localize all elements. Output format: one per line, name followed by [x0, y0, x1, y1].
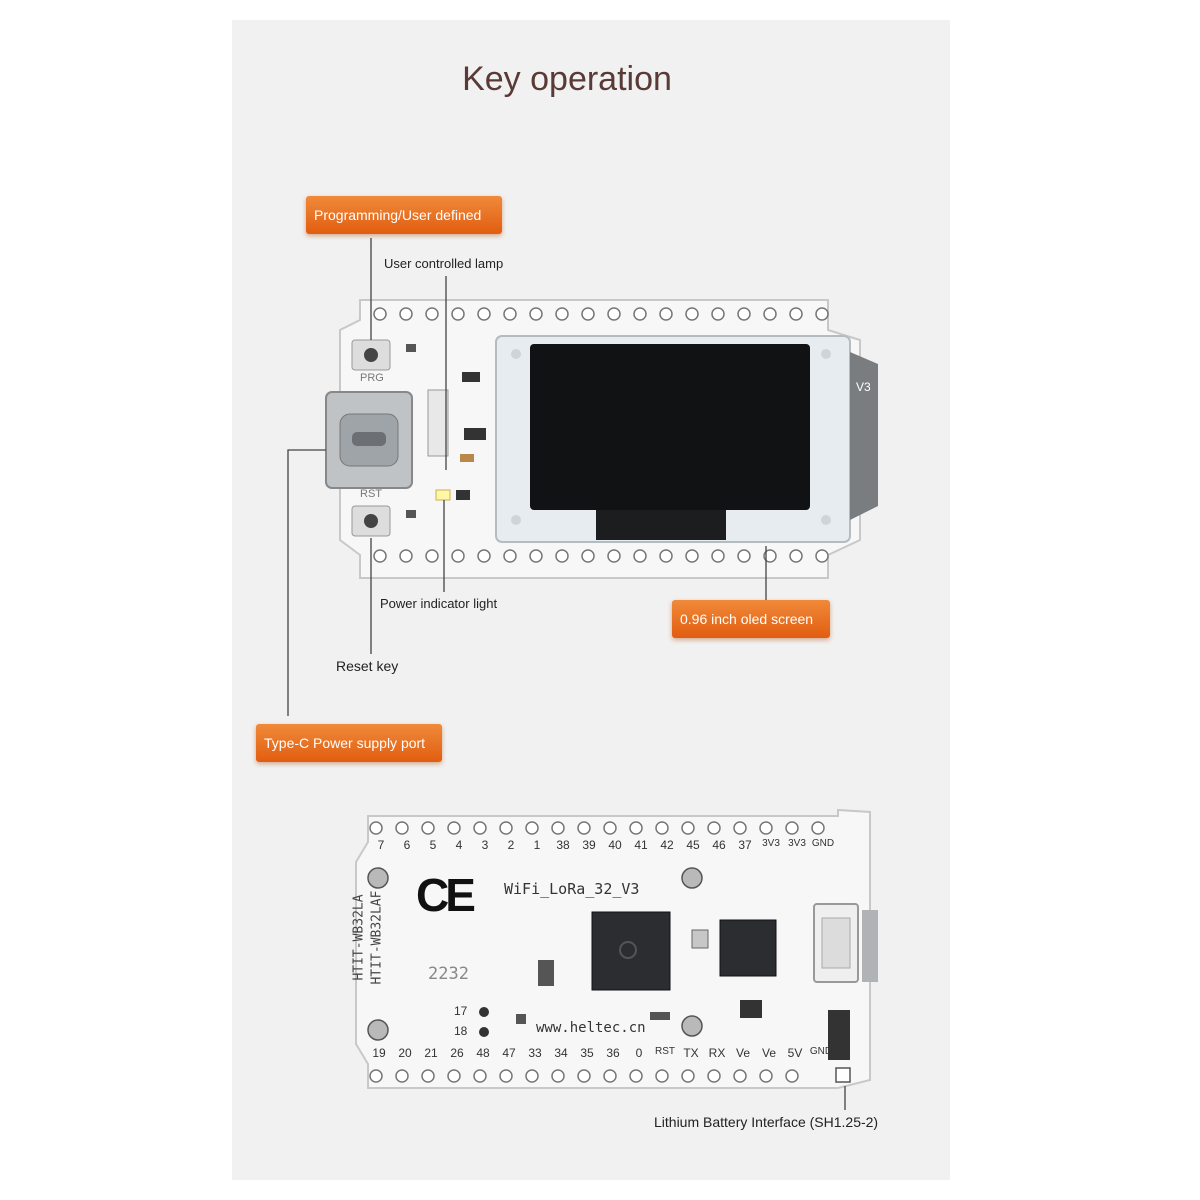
top-header-holes	[373, 307, 829, 321]
power-led	[435, 489, 451, 501]
pin-17-label: 17	[454, 1004, 468, 1018]
callout-programming: Programming/User defined	[306, 196, 502, 234]
pin-label: 33	[528, 1046, 542, 1060]
bottom-pins-bottom: 19 20 21 26 48 47 33 34 35 36 0 RST TX RX Ve Ve 5V GND	[366, 1046, 834, 1060]
pin-label: 7	[377, 838, 385, 852]
pin-label: GND	[809, 1046, 833, 1057]
pin-label: 41	[634, 838, 648, 852]
pins-top-row: 7 6 5 4 3 2 1 38 39 40 41 42 45 46 37 3V3 3V3 GND	[368, 838, 836, 852]
pin-label: 46	[712, 838, 726, 852]
pin-label: 5V	[787, 1046, 803, 1060]
board-number: 2232	[428, 964, 469, 984]
prg-silkscreen: PRG	[360, 372, 384, 384]
oled-screen	[530, 344, 810, 510]
label-battery: Lithium Battery Interface (SH1.25-2)	[654, 1114, 879, 1130]
pin-label: 38	[556, 838, 570, 852]
pin-label: 45	[686, 838, 700, 852]
pin-label: 40	[608, 838, 622, 852]
esp32-chip	[591, 911, 671, 991]
page-title: Key operation	[462, 60, 672, 98]
pin-label: 21	[424, 1046, 438, 1060]
bottom-pins-top: 7 6 5 4 3 2 1 38 39 40 41 42 45 46 37 3V3 3V3 GND	[368, 838, 836, 852]
screws	[367, 867, 703, 1041]
pins-bottom-row: 19 20 21 26 48 47 33 34 35 36 0 RST TX RX Ve Ve 5V GND	[366, 1046, 834, 1060]
pin-label: 3V3	[762, 838, 780, 849]
pin-label: 39	[582, 838, 596, 852]
pin-label: 36	[606, 1046, 620, 1060]
version-tag: V3	[856, 380, 871, 394]
pin-label: 42	[660, 838, 674, 852]
pin-label: 5	[429, 838, 437, 852]
pin-label: Ve	[761, 1046, 776, 1060]
pin-label: 47	[502, 1046, 516, 1060]
board-code-b: HTIT-WB32LAF	[369, 890, 385, 985]
pin-label: RX	[708, 1046, 726, 1060]
pin-label: RST	[655, 1046, 675, 1057]
callout-oled: 0.96 inch oled screen	[672, 600, 830, 638]
ce-mark: CE	[416, 869, 476, 921]
pin-label: Ve	[735, 1046, 750, 1060]
rst-silkscreen: RST	[360, 488, 382, 500]
pin-label: 0	[635, 1046, 643, 1060]
pin-label: 19	[372, 1046, 386, 1060]
bottom-board-bottom-holes	[369, 1067, 851, 1083]
pin-label: 20	[398, 1046, 412, 1060]
pin-label: 26	[450, 1046, 464, 1060]
board-website: www.heltec.cn	[536, 1020, 646, 1036]
bottom-board-top-holes	[369, 821, 825, 835]
label-reset-key: Reset key	[336, 658, 399, 674]
label-user-lamp: User controlled lamp	[384, 256, 504, 271]
lora-chip	[719, 919, 777, 977]
pin-label: 34	[554, 1046, 568, 1060]
bottom-header-holes	[373, 549, 829, 563]
pin-label: 35	[580, 1046, 594, 1060]
pin-label: 3V3	[788, 838, 806, 849]
callout-typec: Type-C Power supply port	[256, 724, 442, 762]
pin-label: 48	[476, 1046, 490, 1060]
board-code-a: HTIT-WB32LA	[351, 894, 367, 981]
label-power-light: Power indicator light	[380, 596, 498, 611]
pin-label: GND	[811, 838, 835, 849]
pin-label: 37	[738, 838, 752, 852]
pin-label: 3	[481, 838, 489, 852]
pin-label: 1	[533, 838, 541, 852]
pin-label: TX	[683, 1046, 699, 1060]
pin-label: 4	[455, 838, 463, 852]
pin-label: 6	[403, 838, 411, 852]
pin-18-label: 18	[454, 1024, 468, 1038]
board-model: WiFi_LoRa_32_V3	[504, 880, 640, 898]
pin-label: 2	[507, 838, 515, 852]
